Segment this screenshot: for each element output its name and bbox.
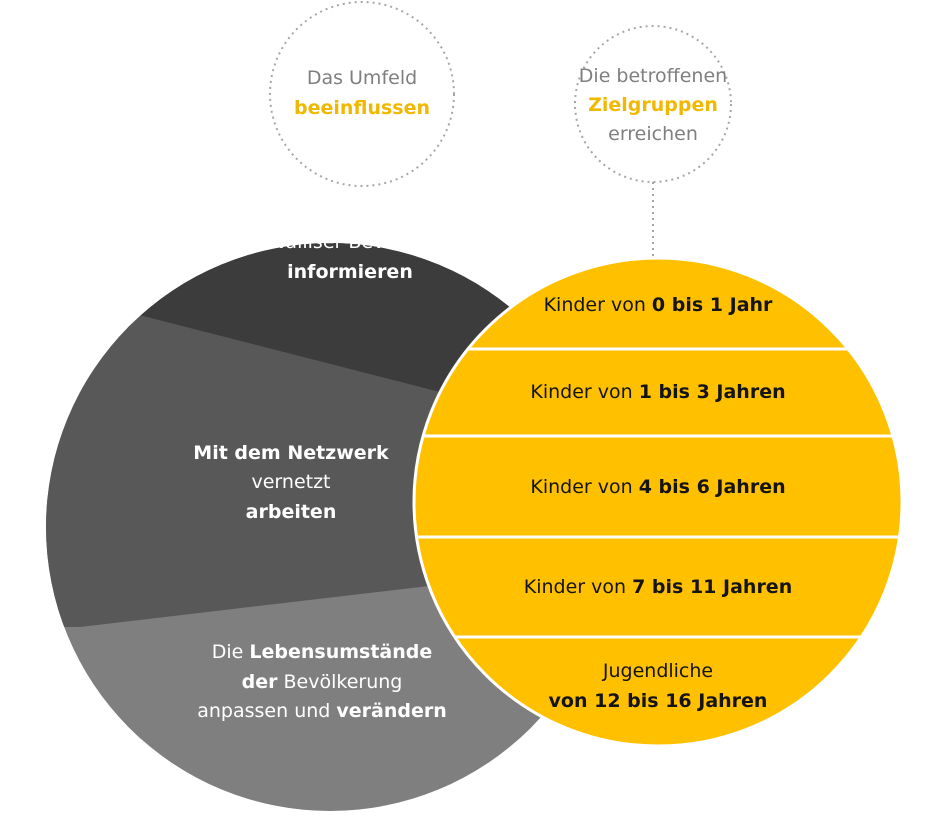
bubble-right-line1: Die betroffenen (579, 65, 727, 87)
target-group-4-6: Kinder von 4 bis 6 Jahren (530, 476, 785, 498)
bubble-left-line2: beeinflussen (294, 97, 430, 119)
target-groups-circle (412, 256, 904, 748)
target-group-1-3: Kinder von 1 bis 3 Jahren (530, 381, 785, 403)
segment-top-line3: informieren (287, 261, 413, 283)
bubble-environment (269, 1, 455, 187)
segment-bottom-line2: der Bevölkerung (242, 671, 403, 693)
segment-bottom-line1: Die Lebensumstände (212, 641, 433, 663)
segment-top-line2: die Walliser Bevölkerung (233, 231, 467, 253)
bubble-left-line1: Das Umfeld (307, 67, 417, 89)
segment-middle-line1: Mit dem Netzwerk (193, 442, 389, 464)
segment-middle-line3: arbeiten (246, 501, 337, 523)
target-group-7-11: Kinder von 7 bis 11 Jahren (524, 576, 792, 598)
bubble-right-line2: Zielgruppen (588, 94, 718, 116)
target-group-12-16-line1: Jugendliche (602, 660, 713, 682)
bubble-target-groups (574, 25, 732, 183)
segment-middle-line2: vernetzt (251, 471, 330, 493)
segment-bottom-line3: anpassen und verändern (197, 700, 447, 722)
bubble-right-line3: erreichen (608, 123, 698, 145)
target-group-12-16-line2: von 12 bis 16 Jahren (549, 690, 768, 712)
target-group-0-1: Kinder von 0 bis 1 Jahr (544, 294, 773, 316)
segment-top-line1: Kommunizieren und (255, 202, 445, 224)
